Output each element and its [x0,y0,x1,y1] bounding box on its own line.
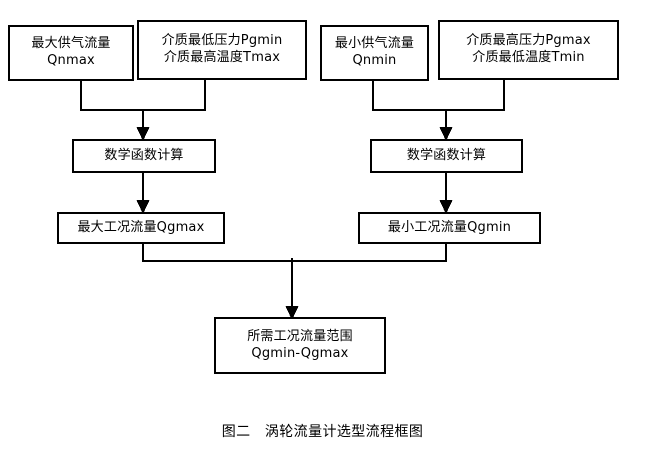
figure-caption: 图二 涡轮流量计选型流程框图 [221,424,424,440]
node-max-supply-flow-line1: 最大供气流量 [31,36,111,52]
node-max-supply-flow[interactable]: 最大供气流量 Qnmax [8,25,134,81]
node-min-supply-flow-line1: 最小供气流量 [334,36,415,52]
node-min-working-condition-flow-label: 最小工况流量Qgmin [387,219,512,235]
node-max-pressure-min-temperature[interactable]: 介质最高压力Pgmax 介质最低温度Tmin [438,20,619,80]
node-min-supply-flow-line2: Qnmin [352,53,397,68]
connector-right-merge [371,80,506,142]
connector-left-merge [79,80,207,142]
node-required-flow-range-line1: 所需工况流量范围 [247,328,353,344]
node-math-function-calculation-left[interactable]: 数学函数计算 [72,139,216,173]
node-required-flow-range[interactable]: 所需工况流量范围 Qgmin-Qgmax [214,317,386,374]
node-max-pressure-min-temperature-line1: 介质最高压力Pgmax [466,33,591,49]
connector-bottom-merge [141,244,448,321]
node-min-pressure-max-temperature-line1: 介质最低压力Pgmin [161,33,283,49]
node-max-pressure-min-temperature-line2: 介质最低温度Tmin [472,50,585,65]
node-math-function-calculation-right-label: 数学函数计算 [406,147,487,163]
node-required-flow-range-line2: Qgmin-Qgmax [251,345,349,361]
node-min-pressure-max-temperature[interactable]: 介质最低压力Pgmin 介质最高温度Tmax [137,20,307,80]
node-max-working-condition-flow[interactable]: 最大工况流量Qgmax [57,212,225,244]
node-math-function-calculation-left-label: 数学函数计算 [104,147,184,163]
node-min-supply-flow[interactable]: 最小供气流量 Qnmin [320,25,429,81]
node-min-pressure-max-temperature-line2: 介质最高温度Tmax [163,50,281,65]
node-max-working-condition-flow-label: 最大工况流量Qgmax [77,219,205,235]
node-max-supply-flow-line2: Qnmax [47,53,95,68]
node-math-function-calculation-right[interactable]: 数学函数计算 [370,139,523,173]
node-min-working-condition-flow[interactable]: 最小工况流量Qgmin [358,212,541,244]
